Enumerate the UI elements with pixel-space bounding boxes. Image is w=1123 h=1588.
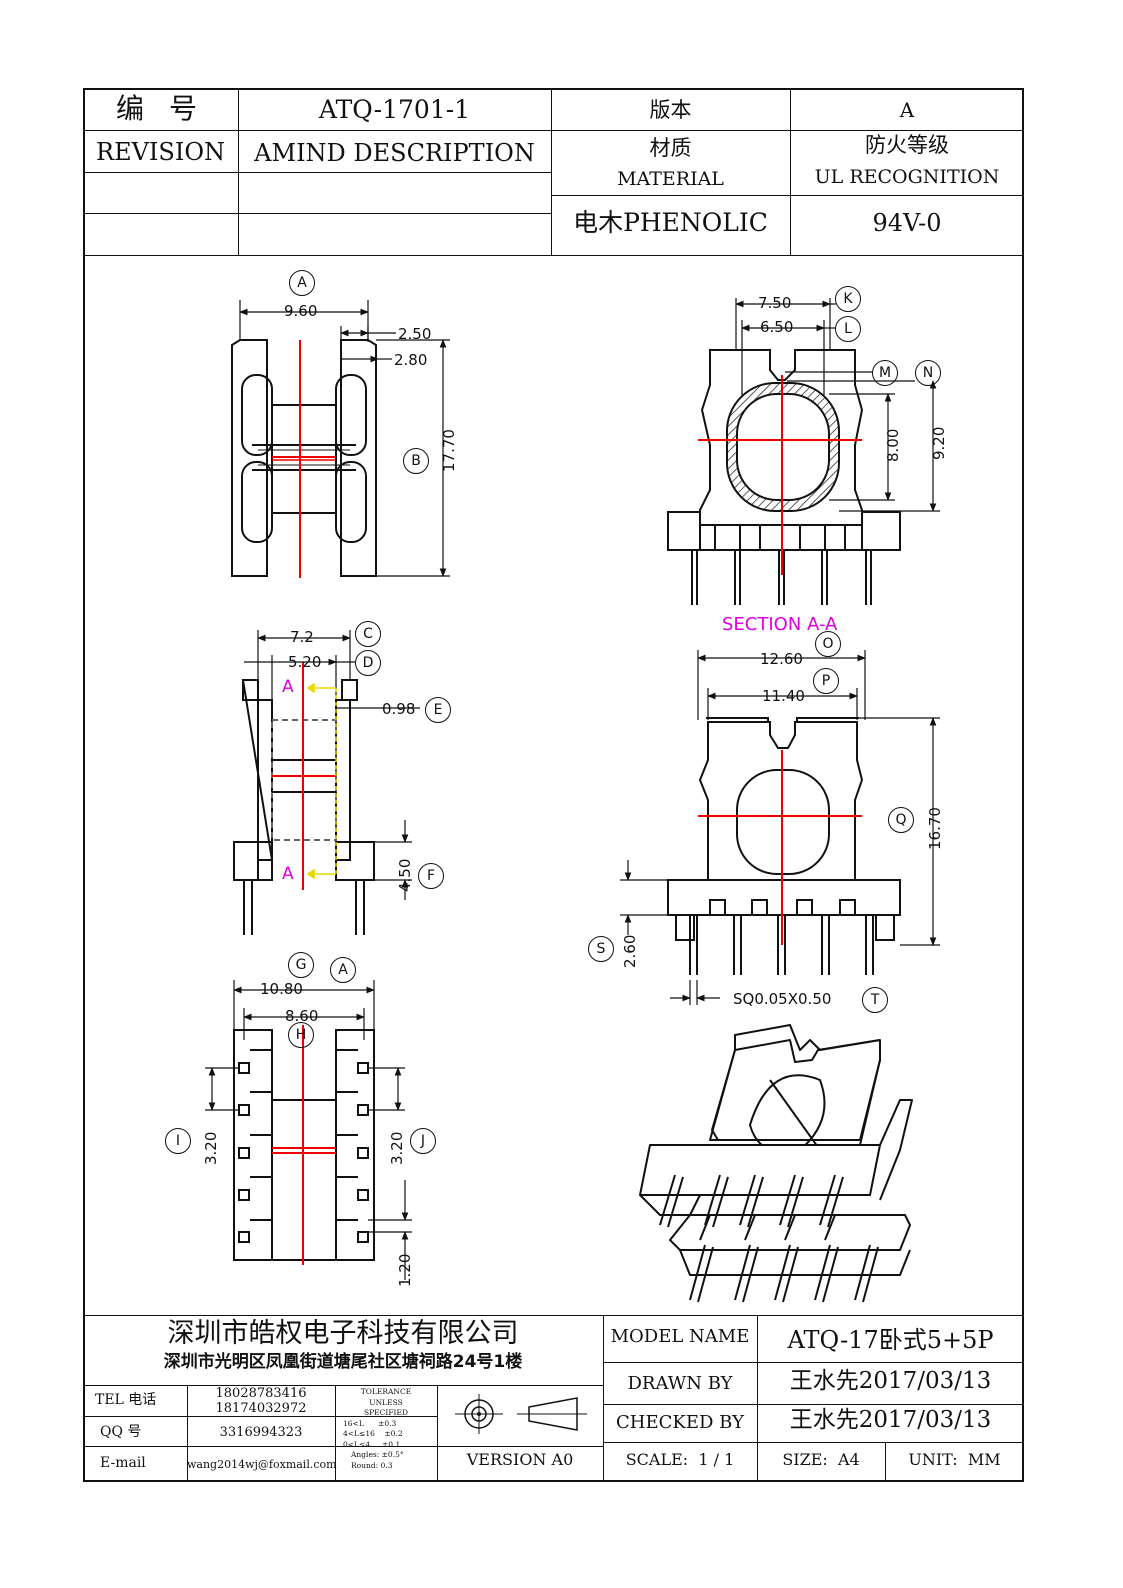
unit-label: UNIT: MM (908, 1450, 1001, 1469)
dim-6-50: 6.50 (760, 318, 793, 336)
checked-by-value: 王水先2017/03/13 (789, 1407, 992, 1433)
dim-pin-section: SQ0.05X0.50 (733, 990, 831, 1008)
ref-letter-J: J (410, 1128, 436, 1154)
version-label: 版本 (649, 98, 692, 122)
material-label-cn: 材质 (649, 136, 692, 160)
section-title: SECTION A-A (722, 614, 838, 635)
dim-3-20-right: 3.20 (388, 1132, 406, 1165)
ref-letter-K: K (835, 286, 861, 312)
email-label: E-mail (100, 1455, 146, 1471)
dim-labels-view3: 10.80 8.60 3.20 3.20 1.20 (202, 980, 414, 1287)
front-view-right (667, 717, 901, 975)
dim-0-98: 0.98 (382, 700, 415, 718)
dim-10-80: 10.80 (260, 980, 303, 998)
ref-letter-A1: A (289, 270, 315, 296)
dim-12-60: 12.60 (760, 650, 803, 668)
drawn-by-label: DRAWN BY (627, 1373, 733, 1394)
scale-label: SCALE: 1 / 1 (625, 1450, 735, 1469)
ref-letter-O: O (815, 631, 841, 657)
ref-letter-D: D (355, 650, 381, 676)
ref-letter-L: L (835, 316, 861, 342)
tolerance-line: SPECIFIED (363, 1408, 408, 1417)
ul-label-cn: 防火等级 (865, 133, 949, 157)
ref-letter-E: E (425, 697, 451, 723)
tolerance-line: UNLESS (369, 1397, 403, 1407)
tolerance-block: TOLERANCE UNLESS SPECIFIED 16<L ±0.3 4<L… (337, 1387, 435, 1481)
tolerance-line: Angles: ±0.5° (351, 1450, 404, 1459)
version-a0: VERSION A0 (466, 1450, 574, 1469)
ref-letter-I: I (165, 1128, 191, 1154)
revision-label: REVISION (96, 138, 225, 166)
ul-value: 94V-0 (872, 209, 942, 237)
tel-2: 18174032972 (215, 1401, 307, 1416)
model-name-value: ATQ-17卧式5+5P (787, 1326, 994, 1354)
tolerance-line: Round: 0.3 (351, 1460, 393, 1470)
material-label-en: MATERIAL (617, 168, 724, 190)
drawn-by-value: 王水先2017/03/13 (789, 1368, 992, 1394)
section-marker-top: A (282, 677, 294, 697)
side-view-top-left (231, 339, 377, 578)
ul-label-en: UL RECOGNITION (814, 166, 1000, 188)
dim-8-60: 8.60 (285, 1007, 318, 1025)
tolerance-line: 16<L ±0.3 (343, 1418, 397, 1428)
ref-letter-M: M (872, 360, 898, 386)
dim-4-50: 4.50 (396, 859, 414, 892)
dim-2-50: 2.50 (398, 325, 431, 343)
tolerance-line: TOLERANCE (360, 1387, 412, 1396)
tel-label: TEL 电话 (95, 1392, 157, 1408)
ref-letter-T: T (862, 987, 888, 1013)
front-view-middle-left (233, 662, 375, 935)
version-value: A (899, 98, 915, 122)
dim-labels-view4: 7.50 6.50 8.00 9.20 SECTION A-A (722, 294, 948, 635)
company-name: 深圳市皓权电子科技有限公司 (167, 1318, 519, 1349)
ref-letter-B: B (403, 448, 429, 474)
dim-9-60: 9.60 (284, 302, 317, 320)
dim-labels-view2: 7.2 5.20 0.98 4.50 A A (282, 628, 415, 892)
checked-by-label: CHECKED BY (616, 1412, 744, 1433)
dim-16-70: 16.70 (926, 807, 944, 850)
tolerance-line: 4<L≤16 ±0.2 (343, 1429, 403, 1438)
tolerance-line: 0<L≤4 ±0.1 (343, 1439, 401, 1449)
technical-drawing: 9.60 2.50 2.80 17.70 (202, 294, 948, 1303)
section-marker-bottom: A (282, 864, 294, 884)
section-view-top-right (667, 349, 901, 605)
dim-5-20: 5.20 (288, 653, 321, 671)
ref-letter-H: H (288, 1022, 314, 1048)
dim-2-80: 2.80 (394, 351, 427, 369)
dim-8-00: 8.00 (884, 429, 902, 462)
dim-1-20: 1.20 (396, 1254, 414, 1287)
ref-letter-A2: A (330, 957, 356, 983)
ref-letter-Q: Q (888, 807, 914, 833)
model-name-label: MODEL NAME (610, 1326, 750, 1347)
ref-letter-N: N (915, 360, 941, 386)
drawing-border (83, 88, 1024, 1482)
qq-value: 3316994323 (219, 1425, 303, 1440)
dim-7-2: 7.2 (290, 628, 314, 646)
size-label: SIZE: A4 (782, 1450, 860, 1469)
isometric-view (639, 1024, 913, 1303)
ref-letter-G: G (288, 952, 314, 978)
ref-letter-F: F (418, 863, 444, 889)
dim-labels-view1: 9.60 2.50 2.80 17.70 (284, 302, 458, 472)
bottom-view-bottom-left (233, 1025, 375, 1265)
email-value: wang2014wj@foxmail.com (187, 1458, 337, 1471)
dim-labels-view5: 12.60 11.40 16.70 2.60 SQ0.05X0.50 (621, 650, 944, 1008)
qq-label: QQ 号 (100, 1424, 142, 1440)
amend-label: AMIND DESCRIPTION (254, 139, 535, 167)
company-address: 深圳市光明区凤凰街道塘尾社区塘祠路24号1楼 (163, 1352, 523, 1372)
dim-3-20-left: 3.20 (202, 1132, 220, 1165)
dim-9-20: 9.20 (930, 427, 948, 460)
ref-letter-C: C (355, 621, 381, 647)
ref-letter-P: P (813, 668, 839, 694)
dim-11-40: 11.40 (762, 687, 805, 705)
dim-7-50: 7.50 (758, 294, 791, 312)
dim-2-60: 2.60 (621, 935, 639, 968)
tel-1: 18028783416 (215, 1386, 307, 1401)
number-value: ATQ-1701-1 (318, 95, 471, 124)
projection-symbol-icon (455, 1394, 587, 1434)
ref-letter-S: S (588, 936, 614, 962)
dim-17-70: 17.70 (440, 429, 458, 472)
material-value: 电木PHENOLIC (573, 208, 768, 237)
number-label: 编 号 (116, 92, 205, 125)
